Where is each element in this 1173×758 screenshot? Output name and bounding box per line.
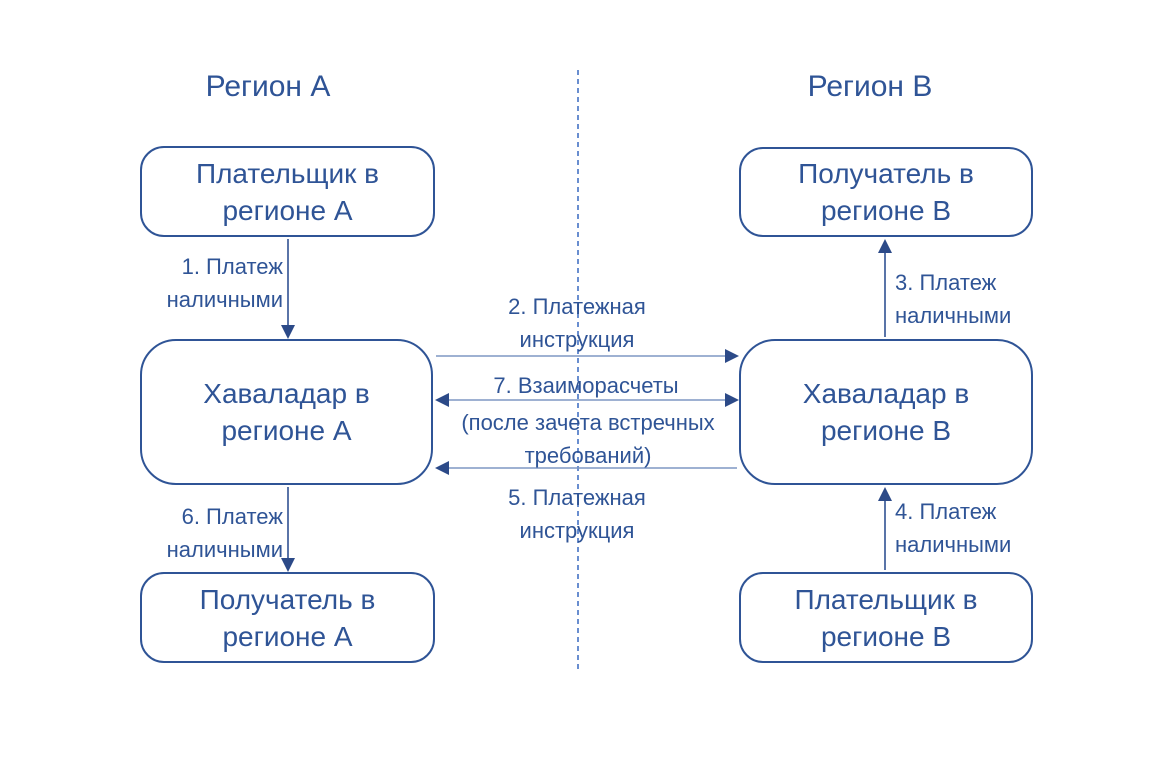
arrow-label-line: инструкция	[519, 327, 635, 352]
node-payer-region-b: Плательщик в регионе B	[739, 572, 1033, 663]
node-label-line: Получатель в	[798, 158, 974, 189]
arrow-4-cash-payment	[878, 487, 892, 570]
arrow-label-line: наличными	[895, 303, 1012, 328]
arrow-label-line: 4. Платеж	[895, 499, 997, 524]
node-label-line: регионе B	[820, 415, 952, 446]
node-label-line: регионе A	[222, 194, 353, 226]
node-label-line: Хаваладар в	[203, 378, 370, 409]
node-receiver-region-b: Получатель в регионе B	[739, 147, 1033, 237]
node-label-line: Плательщик в	[794, 583, 978, 615]
arrow-3-label: 3. Платеж наличными	[895, 266, 1095, 332]
arrow-label-line: наличными	[895, 532, 1012, 557]
node-label-line: регионе B	[820, 195, 952, 226]
arrow-7-mutual-settlements	[435, 393, 739, 407]
arrow-label-line: (после зачета встречных	[461, 410, 715, 435]
node-hawaladar-region-a: Хаваладар в регионе A	[140, 339, 433, 485]
node-label-line: регионе A	[222, 620, 353, 652]
arrow-4-label: 4. Платеж наличными	[895, 495, 1095, 561]
arrow-label-line: инструкция	[519, 518, 635, 543]
node-label-line: Хаваладар в	[802, 378, 970, 409]
arrow-label-line: 1. Платеж	[181, 254, 283, 279]
node-receiver-region-a: Получатель в регионе A	[140, 572, 435, 663]
region-b-title: Регион B	[807, 70, 933, 103]
arrow-2-label: 2. Платежная инструкция	[457, 290, 697, 356]
node-label-line: регионе A	[221, 415, 352, 446]
arrow-label-line: 5. Платежная	[508, 485, 646, 510]
arrow-5-label: 5. Платежная инструкция	[457, 481, 697, 547]
arrow-label-line: 3. Платеж	[895, 270, 997, 295]
region-a-title: Регион A	[205, 70, 331, 103]
node-label-line: Плательщик в	[195, 157, 380, 189]
node-hawaladar-region-b: Хаваладар в регионе B	[739, 339, 1033, 485]
arrow-label-line: 2. Платежная	[508, 294, 646, 319]
arrow-6-cash-payment	[281, 487, 295, 572]
arrow-3-cash-payment	[878, 239, 892, 337]
arrow-label-line: наличными	[166, 287, 283, 312]
arrow-7-label-top: 7. Взаиморасчеты	[446, 369, 726, 402]
arrow-2-payment-instruction	[436, 349, 739, 363]
node-payer-region-a: Плательщик в регионе A	[140, 146, 435, 237]
arrow-label-line: 6. Платеж	[181, 504, 283, 529]
arrow-7-label-bottom: (после зачета встречных требований)	[436, 406, 740, 472]
arrow-label-line: 7. Взаиморасчеты	[493, 373, 679, 398]
node-label-line: регионе B	[820, 620, 952, 652]
arrow-1-label: 1. Платеж наличными	[103, 250, 283, 316]
node-label-line: Получатель в	[199, 583, 376, 615]
arrow-label-line: наличными	[166, 537, 283, 562]
arrow-5-payment-instruction	[435, 461, 737, 475]
arrow-1-cash-payment	[281, 239, 295, 339]
arrow-6-label: 6. Платеж наличными	[103, 500, 283, 566]
arrow-label-line: требований)	[524, 443, 652, 468]
